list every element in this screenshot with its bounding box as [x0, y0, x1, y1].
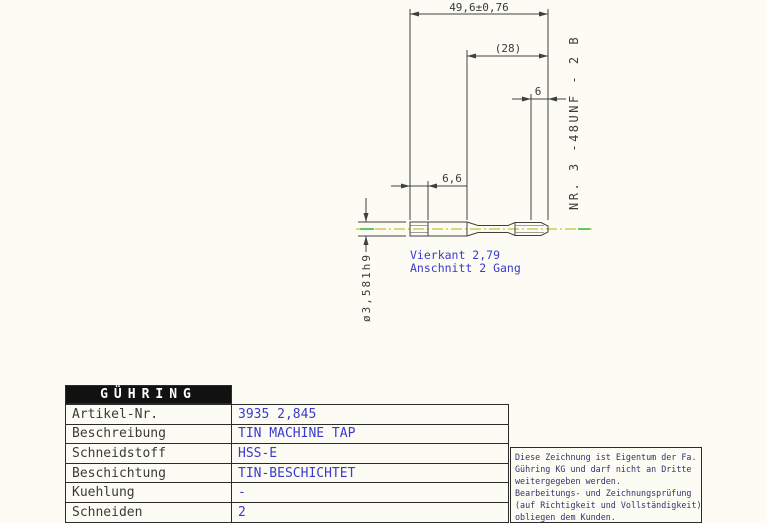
table-row: Artikel-Nr. 3935 2,845: [65, 404, 509, 425]
thread-designation-label: NR. 3 -48UNF - 2 B: [567, 35, 581, 210]
spec-label: Artikel-Nr.: [65, 404, 232, 425]
dim-thread-length: (28): [495, 42, 522, 55]
spec-label: Beschichtung: [65, 462, 232, 484]
spec-table: Artikel-Nr. 3935 2,845 Beschreibung TIN …: [65, 404, 509, 523]
spec-label: Beschreibung: [65, 423, 232, 445]
shank-diameter-label: ø3,581h9: [360, 253, 373, 322]
disclaimer-line: (auf Richtigkeit und Vollständigkeit): [515, 500, 702, 510]
dim-chamfer-length: 6,6: [442, 172, 462, 185]
square-note: Vierkant 2,79: [410, 248, 500, 262]
disclaimer-line: Bearbeitungs- und Zeichnungsprüfung: [515, 488, 692, 498]
spec-label: Schneiden: [65, 501, 232, 523]
technical-drawing: 49,6±0,76 (28) 6 6,6 NR. 3 -48UNF - 2 B …: [356, 1, 592, 322]
disclaimer-line: Diese Zeichnung ist Eigentum der Fa.: [515, 452, 697, 462]
spec-label: Schneidstoff: [65, 443, 232, 464]
table-row: Kuehlung -: [65, 482, 509, 503]
disclaimer-line: Gühring KG und darf nicht an Dritte: [515, 464, 692, 474]
dimension-arrows: [363, 11, 557, 245]
spec-label: Kuehlung: [65, 482, 232, 503]
ownership-note: Diese Zeichnung ist Eigentum der Fa. Güh…: [510, 447, 702, 523]
table-row: Schneiden 2: [65, 501, 509, 523]
dimension-lines: [365, 13, 566, 252]
spec-value: 2: [231, 501, 509, 523]
spec-value: -: [231, 482, 509, 503]
spec-value: TIN MACHINE TAP: [231, 423, 509, 445]
disclaimer-line: obliegen dem Kunden.: [515, 512, 616, 522]
guehring-logo: GÜHRING: [65, 385, 232, 404]
table-row: Beschreibung TIN MACHINE TAP: [65, 423, 509, 445]
dim-overall-length: 49,6±0,76: [449, 1, 509, 14]
disclaimer-line: weitergegeben werden.: [515, 476, 621, 486]
chamfer-note: Anschnitt 2 Gang: [410, 261, 521, 275]
tap-outline: [409, 221, 549, 237]
dim-square-drive-length: 6: [535, 85, 542, 98]
spec-value: TIN-BESCHICHTET: [231, 462, 509, 484]
table-row: Schneidstoff HSS-E: [65, 443, 509, 464]
spec-value: 3935 2,845: [231, 404, 509, 425]
title-block: GÜHRING Artikel-Nr. 3935 2,845 Beschreib…: [65, 385, 509, 523]
spec-value: HSS-E: [231, 443, 509, 464]
table-row: Beschichtung TIN-BESCHICHTET: [65, 462, 509, 484]
